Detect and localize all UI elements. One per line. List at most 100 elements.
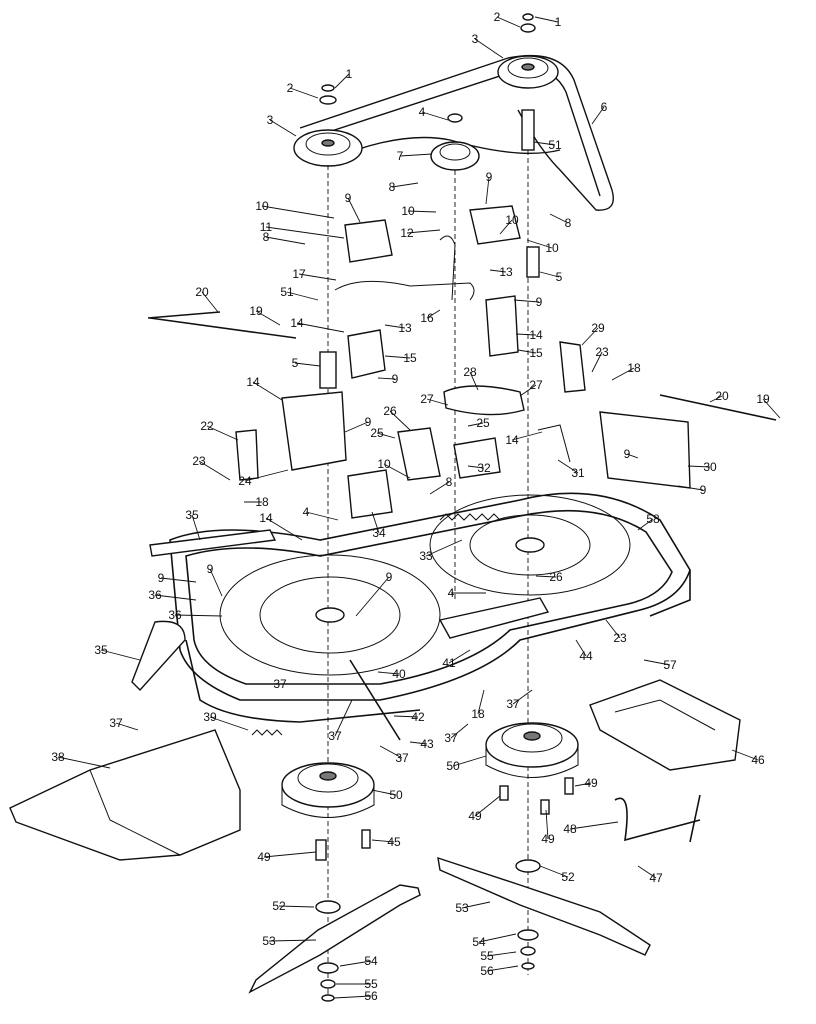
part-callout-55: 55 — [480, 949, 494, 963]
stabilizer-bracket — [589, 679, 741, 771]
spindle-pulley-right — [485, 722, 579, 778]
callout-leader — [154, 594, 197, 601]
springs — [251, 513, 501, 736]
part-callout-50: 50 — [389, 788, 403, 802]
part-callout-17: 17 — [292, 267, 306, 281]
hardware-top — [319, 13, 536, 151]
callout-leader — [294, 362, 321, 367]
callout-leader — [574, 782, 592, 787]
part-callout-53: 53 — [455, 901, 469, 915]
part-callout-9: 9 — [624, 447, 631, 461]
callout-leader — [626, 453, 639, 459]
part-callout-10: 10 — [401, 204, 415, 218]
callout-leader — [393, 715, 419, 718]
callout-leader — [478, 933, 517, 943]
part-callout-9: 9 — [207, 562, 214, 576]
part-callout-5: 5 — [292, 356, 299, 370]
part-callout-37: 37 — [444, 731, 458, 745]
part-callout-47: 47 — [649, 871, 663, 885]
callout-leader — [261, 205, 335, 219]
part-callout-49: 49 — [584, 776, 598, 790]
callout-leader — [263, 851, 317, 858]
part-callout-48: 48 — [563, 822, 577, 836]
callout-leader — [637, 518, 654, 531]
part-callout-19: 19 — [249, 304, 263, 318]
callout-leader — [517, 349, 537, 354]
part-callout-9: 9 — [486, 170, 493, 184]
callout-leader — [407, 210, 437, 213]
callout-leader — [198, 460, 231, 481]
part-callout-26: 26 — [383, 404, 397, 418]
part-callout-55: 55 — [364, 977, 378, 991]
part-callout-10: 10 — [505, 213, 519, 227]
part-callout-9: 9 — [700, 483, 707, 497]
part-callout-9: 9 — [536, 295, 543, 309]
part-callout-10: 10 — [377, 457, 391, 471]
callout-leader — [426, 309, 441, 319]
part-callout-2: 2 — [287, 81, 294, 95]
part-callout-42: 42 — [411, 710, 425, 724]
part-callout-28: 28 — [463, 365, 477, 379]
part-callout-52: 52 — [272, 899, 286, 913]
part-callout-6: 6 — [601, 100, 608, 114]
part-callout-9: 9 — [365, 415, 372, 429]
part-callout-57: 57 — [663, 658, 677, 672]
part-callout-14: 14 — [529, 328, 543, 342]
callout-leader — [762, 398, 781, 419]
callout-leader — [286, 291, 319, 301]
callout-leader — [421, 111, 449, 121]
callout-leader — [535, 575, 557, 578]
part-callout-37: 37 — [109, 716, 123, 730]
control-rods — [147, 311, 777, 421]
part-callout-56: 56 — [364, 989, 378, 1003]
callout-leader — [515, 333, 537, 336]
idler-pulley — [430, 141, 480, 171]
part-callout-27: 27 — [420, 392, 434, 406]
callout-leader — [384, 324, 406, 329]
part-callout-10: 10 — [545, 241, 559, 255]
gauge-arm — [614, 794, 701, 843]
part-callout-46: 46 — [751, 753, 765, 767]
callout-leader — [469, 371, 479, 391]
part-callout-23: 23 — [613, 631, 627, 645]
callout-leader — [534, 16, 559, 23]
callout-leader — [499, 219, 513, 235]
part-callout-9: 9 — [158, 571, 165, 585]
part-callout-24: 24 — [238, 474, 252, 488]
callout-leader — [611, 367, 635, 381]
callout-leader — [265, 226, 345, 239]
callout-leader — [467, 465, 485, 469]
callout-leader — [539, 271, 560, 278]
part-callout-37: 37 — [506, 697, 520, 711]
part-callout-54: 54 — [472, 935, 486, 949]
callout-leader — [278, 905, 315, 908]
part-callout-4: 4 — [419, 105, 426, 119]
callout-leader — [334, 73, 350, 89]
part-callout-4: 4 — [303, 505, 310, 519]
part-callout-14: 14 — [290, 316, 304, 330]
part-callout-37: 37 — [395, 751, 409, 765]
spindle-pulley-left — [281, 762, 375, 818]
callout-leader — [289, 87, 319, 99]
callout-leader — [244, 469, 289, 482]
part-callout-18: 18 — [255, 495, 269, 509]
part-callout-8: 8 — [389, 180, 396, 194]
part-callout-37: 37 — [328, 729, 342, 743]
part-callout-12: 12 — [400, 226, 414, 240]
callout-leader — [355, 576, 390, 617]
part-callout-18: 18 — [627, 361, 641, 375]
callout-leader — [591, 106, 605, 125]
part-callout-1: 1 — [346, 67, 353, 81]
deck-arms — [131, 529, 550, 741]
part-callout-9: 9 — [345, 191, 352, 205]
callout-leader — [545, 809, 549, 840]
callout-leader — [376, 432, 396, 439]
part-callout-35: 35 — [94, 643, 108, 657]
part-callout-4: 4 — [448, 586, 455, 600]
callout-leader — [485, 176, 490, 205]
callout-leader — [539, 865, 569, 878]
part-callout-49: 49 — [257, 850, 271, 864]
part-callout-51: 51 — [280, 285, 294, 299]
part-callout-20: 20 — [195, 285, 209, 299]
callout-leader — [305, 511, 339, 521]
